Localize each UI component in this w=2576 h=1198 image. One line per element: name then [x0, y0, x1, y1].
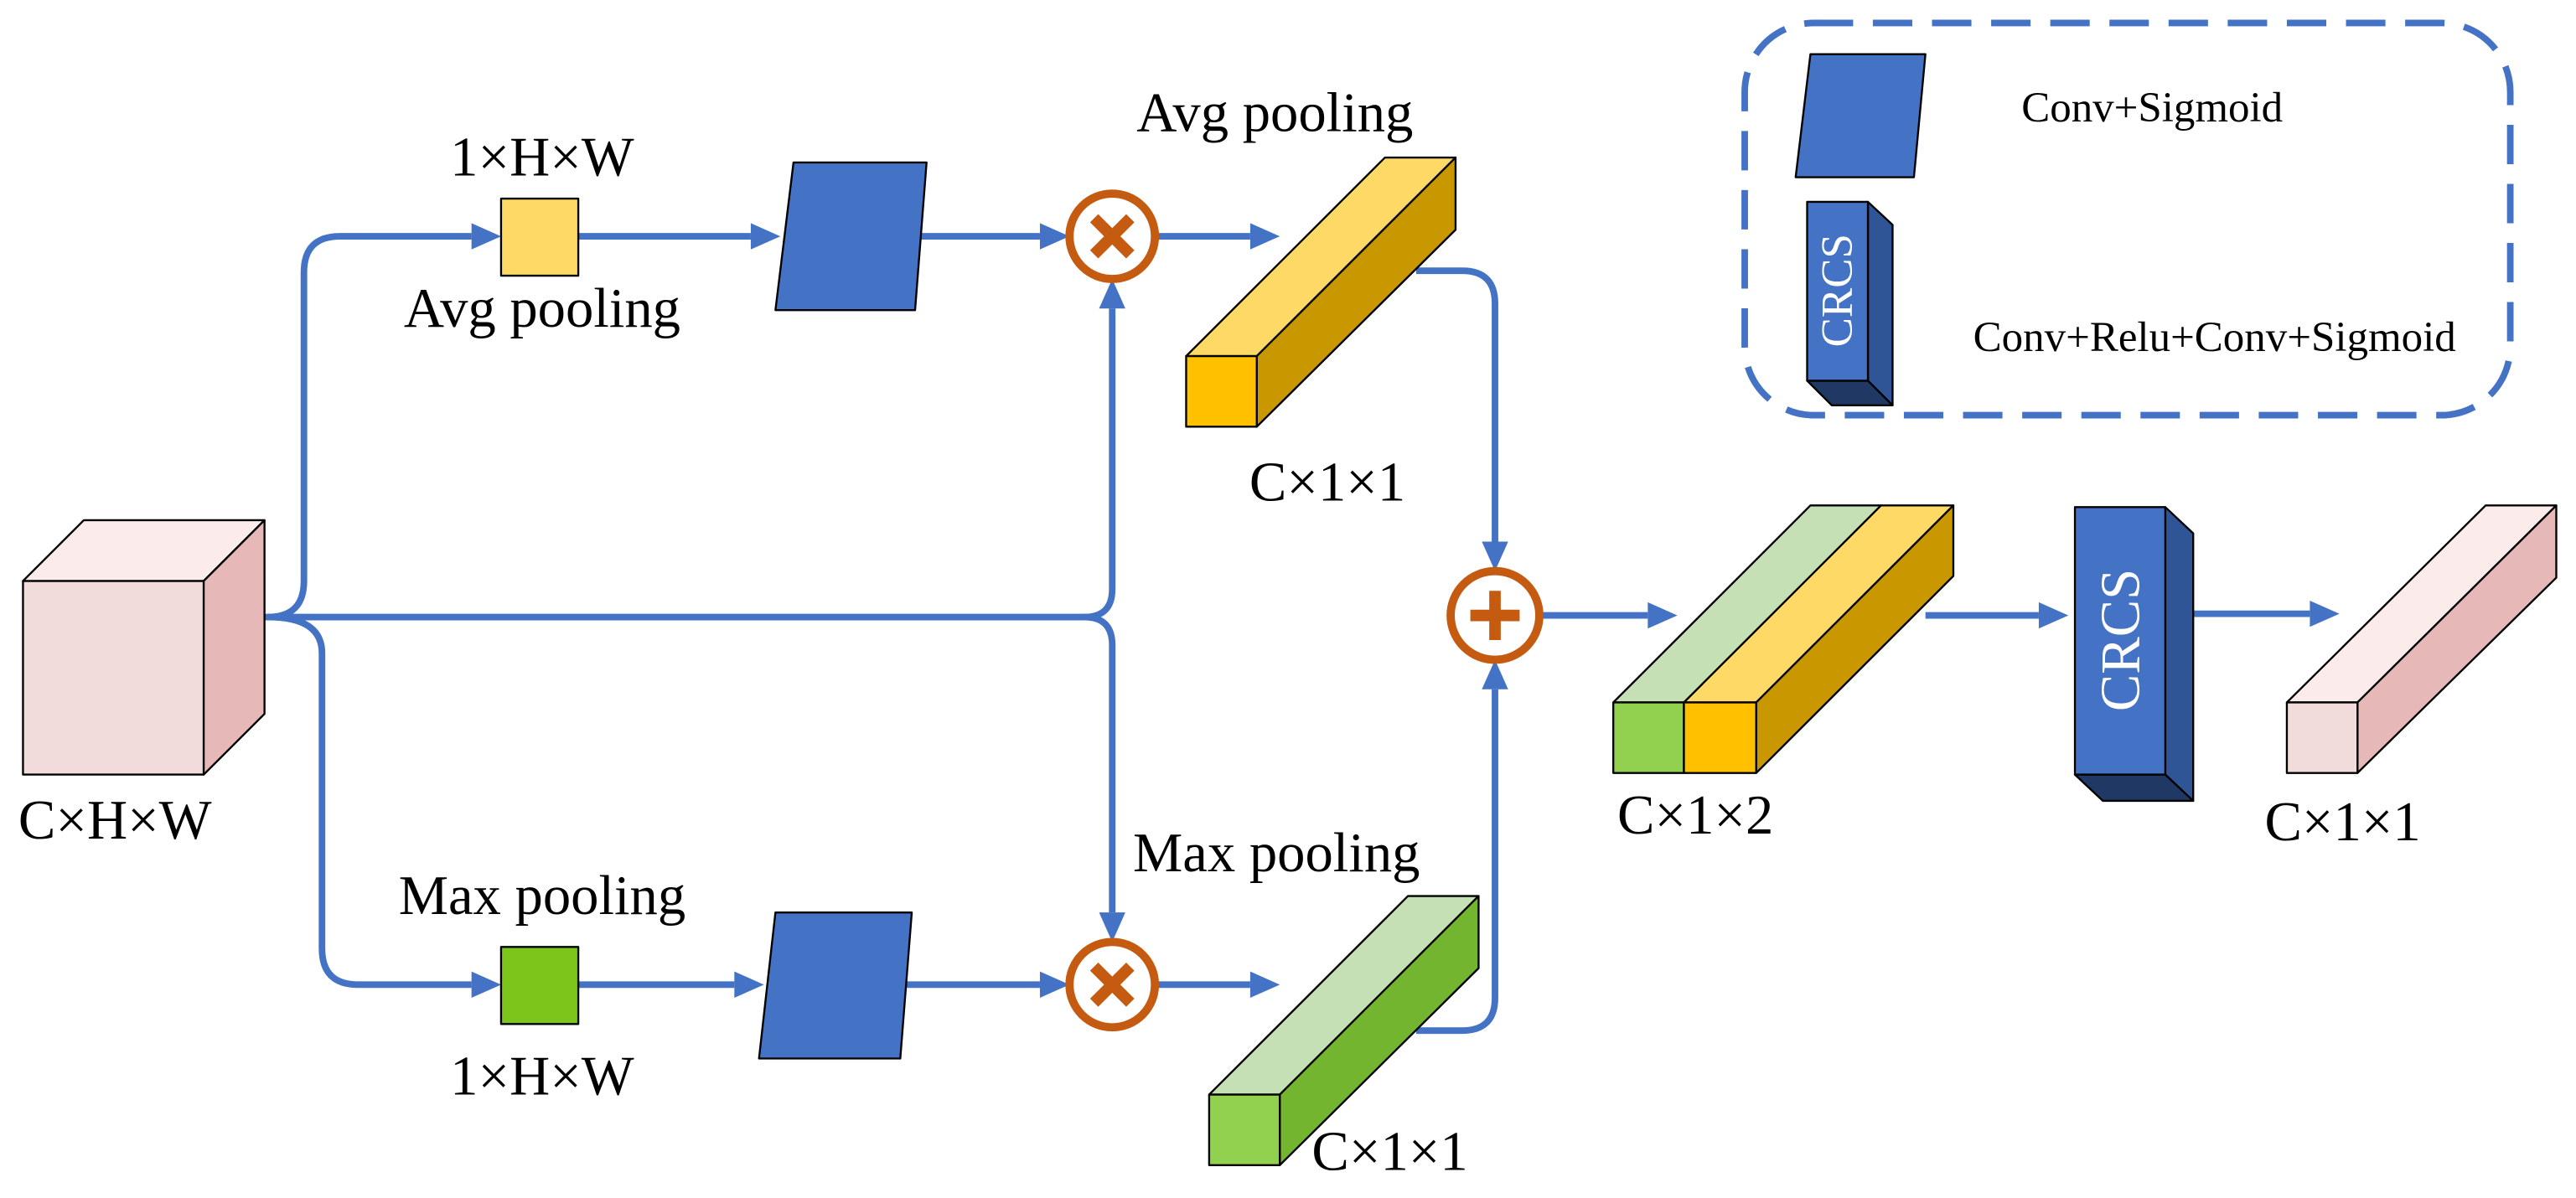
max-vector-op-label: Max pooling — [1133, 823, 1420, 884]
avg-vector-to-add-edge — [1415, 267, 1498, 542]
arrowhead — [2038, 602, 2069, 629]
avg-conv-sigmoid-block — [774, 161, 928, 312]
arrowhead — [471, 223, 501, 250]
trunk-edge-to-lower-multiply — [1084, 613, 1116, 913]
max-pooled-map — [499, 946, 580, 1025]
times-stroke — [1089, 962, 1135, 1007]
input-shape-label: C×H×W — [18, 790, 212, 851]
arrowhead — [1482, 541, 1508, 571]
concat-yellow-front — [1683, 701, 1757, 774]
arrowhead — [471, 971, 501, 999]
crcs-block-icon: CRCS — [1806, 200, 1894, 407]
legend: Conv+Sigmoid CRCS Conv+Relu+Conv+Sigmoid — [1741, 19, 2514, 419]
arrowhead — [2310, 600, 2340, 627]
branch-edge-to-avg-map — [267, 233, 472, 621]
crcs-block-front — [2073, 506, 2167, 776]
arrowhead — [734, 971, 764, 999]
arrowhead — [1099, 912, 1125, 942]
avg-vector-shape-label: C×1×1 — [1249, 452, 1405, 513]
avg-map-op-label: Avg pooling — [404, 278, 680, 339]
arrowhead — [1249, 971, 1280, 999]
arrowhead — [1648, 602, 1678, 629]
circled-plus-icon — [1446, 566, 1544, 664]
input-feature-cube — [22, 519, 266, 776]
branch-edge-to-max-map — [267, 613, 472, 989]
output-shape-label: C×1×1 — [2264, 792, 2420, 853]
trunk-edge-to-upper-multiply — [264, 308, 1116, 621]
avg-map-shape-label: 1×H×W — [450, 127, 634, 188]
max-conv-sigmoid-block — [758, 911, 913, 1060]
crcs-icon-front — [1806, 200, 1870, 382]
crcs-block-text: CRCS — [2090, 569, 2151, 711]
concat-green-front — [1611, 701, 1685, 774]
crcs-block-side — [2164, 506, 2195, 803]
arrowhead — [1099, 279, 1125, 309]
max-vector-to-add-edge — [1415, 689, 1498, 1035]
avg-vector-op-label: Avg pooling — [1136, 83, 1413, 144]
crcs-block: CRCS — [2073, 506, 2195, 803]
arrowhead — [1482, 659, 1508, 689]
concatenated-vector — [1611, 504, 1955, 774]
max-vector-front — [1208, 1093, 1281, 1166]
circled-times-icon — [1065, 937, 1160, 1032]
legend-conv-sigmoid-label: Conv+Sigmoid — [2021, 85, 2283, 132]
concat-shape-label: C×1×2 — [1617, 785, 1773, 846]
output-attention-vector — [2285, 504, 2558, 774]
avg-pooled-vector — [1185, 156, 1457, 428]
arrowhead — [1039, 971, 1070, 999]
avg-pooled-map — [499, 197, 580, 277]
input-cube-side — [202, 519, 266, 776]
crcs-icon-side — [1866, 200, 1894, 407]
max-map-op-label: Max pooling — [399, 865, 685, 927]
conv-parallelogram-icon — [1794, 53, 1927, 178]
arrowhead — [750, 223, 781, 250]
output-vector-front — [2285, 701, 2359, 774]
circled-times-icon — [1065, 189, 1160, 283]
arrowhead — [1249, 223, 1280, 250]
arrowhead — [1039, 223, 1070, 250]
legend-crcs-label: Conv+Relu+Conv+Sigmoid — [1973, 314, 2456, 361]
crcs-icon-text: CRCS — [1813, 234, 1861, 347]
max-pooled-vector — [1208, 895, 1480, 1166]
labels: 1×H×W Avg pooling Avg pooling C×1×1 C×H×… — [18, 83, 2421, 1183]
max-vector-shape-label: C×1×1 — [1311, 1122, 1467, 1183]
times-stroke — [1089, 214, 1135, 259]
legend-dashed-frame — [1741, 19, 2514, 419]
max-map-shape-label: 1×H×W — [450, 1046, 634, 1108]
input-cube-front — [22, 580, 205, 776]
avg-vector-front — [1185, 354, 1258, 428]
edges — [264, 223, 2340, 1035]
